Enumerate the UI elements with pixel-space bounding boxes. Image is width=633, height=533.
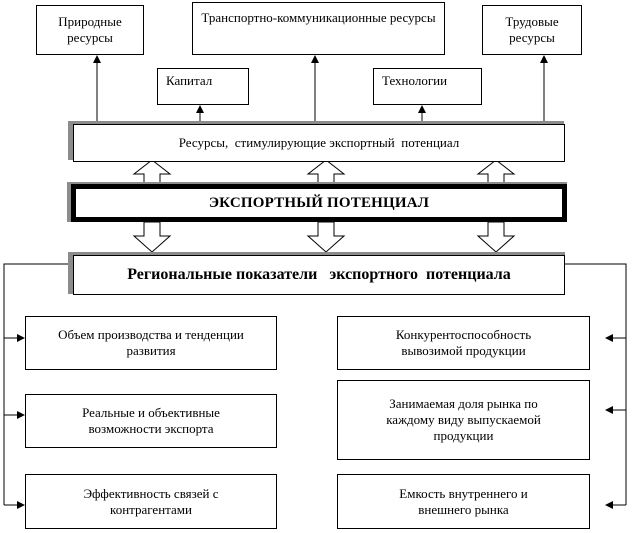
labor-resources-box: Трудовые ресурсы xyxy=(482,5,582,55)
right-indicator-3-label: Емкость внутреннего и внешнего рынка xyxy=(399,485,528,517)
export-potential-label: ЭКСПОРТНЫЙ ПОТЕНЦИАЛ xyxy=(208,195,430,211)
left-indicator-1-label: Объем производства и тенденции развития xyxy=(58,327,244,358)
left-indicator-3-box: Эффективность связей с контрагентами xyxy=(25,474,277,529)
technology-box: Технологии xyxy=(373,68,482,105)
left-indicator-2-box: Реальные и объективные возможности экспо… xyxy=(25,394,277,448)
export-potential-box: ЭКСПОРТНЫЙ ПОТЕНЦИАЛ xyxy=(71,184,567,222)
block-arrow-down-2 xyxy=(306,221,346,253)
block-arrow-down-3 xyxy=(476,221,516,253)
technology-label: Технологии xyxy=(382,73,448,88)
right-indicator-1-label: Конкурентоспособность вывозимой продукци… xyxy=(395,327,532,358)
regional-indicators-box: Региональные показатели экспортного поте… xyxy=(73,255,565,295)
stimulating-resources-box: Ресурсы, стимулирующие экспортный потенц… xyxy=(73,124,565,162)
left-indicator-2-label: Реальные и объективные возможности экспо… xyxy=(82,405,220,436)
labor-resources-label: Трудовые ресурсы xyxy=(505,14,559,45)
natural-resources-box: Природные ресурсы xyxy=(36,5,144,55)
right-indicator-2-label: Занимаемая доля рынка по каждому виду вы… xyxy=(386,396,541,443)
right-indicator-1-box: Конкурентоспособность вывозимой продукци… xyxy=(337,316,590,370)
transport-resources-box: Транспортно-коммуникационные ресурсы xyxy=(192,2,445,55)
left-indicator-3-label: Эффективность связей с контрагентами xyxy=(83,485,219,517)
right-indicator-2-box: Занимаемая доля рынка по каждому виду вы… xyxy=(337,380,590,460)
transport-resources-label: Транспортно-коммуникационные ресурсы xyxy=(201,10,436,25)
regional-indicators-label: Региональные показатели экспортного поте… xyxy=(127,266,511,283)
capital-box: Капитал xyxy=(157,68,249,105)
stimulating-resources-label: Ресурсы, стимулирующие экспортный потенц… xyxy=(178,135,460,150)
right-bracket xyxy=(565,263,627,505)
capital-label: Капитал xyxy=(166,73,213,88)
left-indicator-1-box: Объем производства и тенденции развития xyxy=(25,316,277,370)
block-arrow-down-1 xyxy=(132,221,172,253)
natural-resources-label: Природные ресурсы xyxy=(58,14,122,45)
right-indicator-3-box: Емкость внутреннего и внешнего рынка xyxy=(337,474,590,529)
left-bracket xyxy=(3,263,70,505)
